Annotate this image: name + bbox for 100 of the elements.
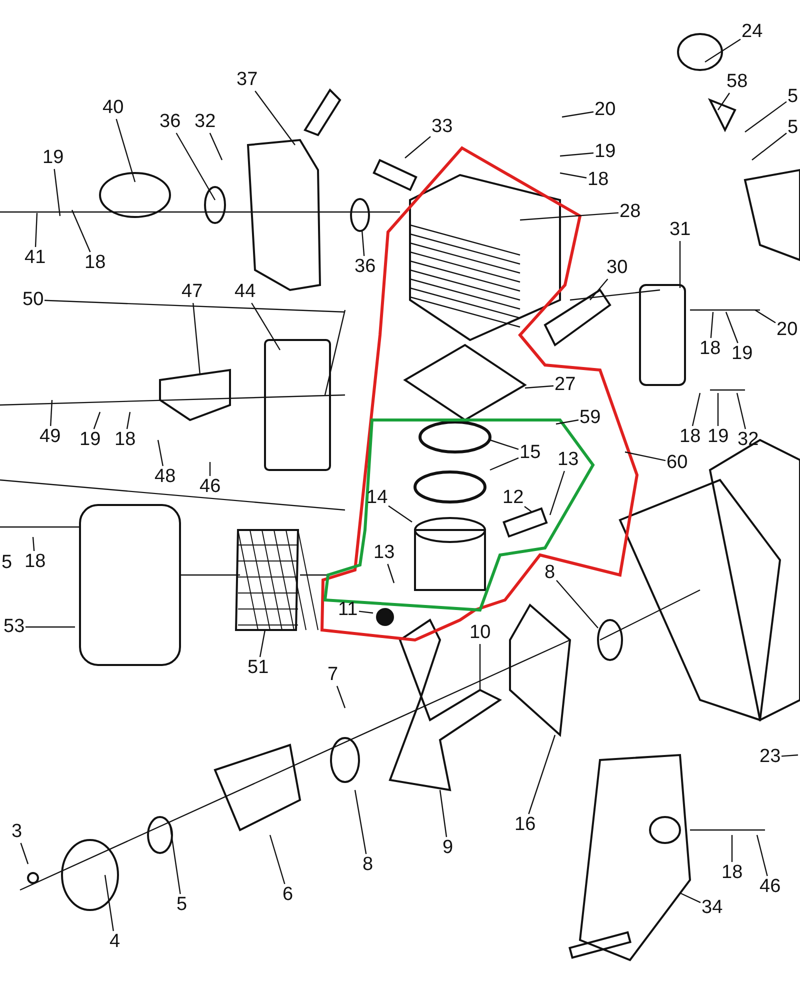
callout-number: 20 (776, 320, 798, 340)
leader-line (269, 834, 286, 884)
leader-line (259, 630, 266, 658)
callout-number: 31 (670, 220, 691, 240)
leader-line (679, 241, 681, 288)
callout-number: 12 (502, 488, 524, 508)
leader-line (560, 152, 594, 157)
callout-number: 6 (282, 885, 294, 905)
leader-line (169, 824, 181, 894)
leader-line (718, 92, 730, 110)
leader-line (209, 462, 211, 476)
leader-line (680, 892, 701, 904)
callout-number: 32 (194, 112, 216, 132)
callout-number: 10 (470, 623, 491, 643)
leader-line (192, 302, 201, 376)
leader-line (176, 132, 216, 200)
callout-number: 4 (110, 932, 120, 952)
callout-number: 18 (114, 430, 136, 450)
leader-line (404, 136, 431, 158)
callout-number: 5 (788, 118, 798, 138)
leader-line (731, 835, 733, 862)
leader-line (34, 212, 38, 248)
leader-line (71, 210, 91, 252)
leader-line (439, 790, 448, 838)
callout-number: 30 (606, 258, 628, 278)
callout-number: 58 (726, 72, 748, 92)
callout-number: 9 (442, 838, 454, 858)
leader-line (54, 168, 61, 216)
leader-line (736, 392, 746, 430)
callout-number: 40 (102, 98, 124, 118)
leader-line (209, 132, 223, 160)
leader-line (725, 312, 738, 344)
callout-number: 19 (80, 430, 101, 450)
leader-line (524, 506, 532, 512)
callout-number: 8 (362, 855, 374, 875)
leader-line (528, 734, 556, 814)
callout-number: 19 (42, 148, 64, 168)
callout-number: 7 (328, 665, 338, 685)
leader-line (692, 392, 701, 426)
leader-line (520, 212, 619, 221)
leader-line (26, 626, 75, 628)
leader-line (93, 412, 101, 430)
callout-number: 27 (554, 375, 576, 395)
leader-line (490, 439, 519, 450)
callout-number: 24 (742, 22, 763, 42)
leader-line (556, 580, 598, 628)
leader-line (624, 451, 666, 462)
callout-number: 44 (234, 282, 256, 302)
callout-number: 13 (374, 543, 395, 563)
callout-number: 60 (666, 453, 688, 473)
callout-number: 51 (248, 658, 269, 678)
leader-line (157, 440, 164, 466)
leader-line (254, 90, 296, 146)
leader-line (479, 644, 481, 690)
leader-line (556, 419, 579, 425)
callout-number: 41 (24, 248, 46, 268)
leader-line (744, 101, 787, 132)
leader-line (590, 278, 608, 300)
leader-line (756, 834, 768, 876)
leader-line (32, 536, 35, 552)
callout-number: 33 (432, 117, 453, 137)
leader-line (524, 385, 554, 389)
callout-number: 59 (580, 408, 601, 428)
leader-line (44, 300, 346, 313)
leader-line (50, 400, 53, 426)
callout-number: 8 (544, 563, 556, 583)
callout-number: 18 (680, 427, 701, 447)
leader-line (560, 172, 587, 178)
leader-line (116, 118, 136, 182)
callout-number: 5 (2, 553, 12, 573)
leader-line (754, 310, 776, 324)
callout-number: 18 (84, 253, 106, 273)
callout-number: 28 (620, 202, 641, 222)
callout-number: 47 (182, 282, 203, 302)
leader-line (710, 312, 714, 338)
callout-number: 11 (338, 600, 358, 620)
callout-number: 19 (594, 142, 616, 162)
leader-line (361, 230, 365, 256)
leader-line (781, 754, 798, 757)
leader-line (387, 564, 395, 584)
leader-line (251, 302, 281, 350)
callout-number: 5 (788, 87, 798, 107)
callout-number: 20 (594, 100, 616, 120)
callout-number: 19 (732, 344, 753, 364)
callout-number: 23 (760, 747, 781, 767)
leader-line (336, 686, 346, 708)
callout-number: 50 (22, 290, 44, 310)
callout-number: 15 (520, 443, 541, 463)
callout-number: 37 (236, 70, 258, 90)
leader-line (126, 412, 131, 430)
leader-line (354, 790, 367, 854)
leader-line (752, 132, 787, 160)
callout-number: 19 (708, 427, 729, 447)
callout-number: 49 (40, 427, 61, 447)
callout-number: 36 (354, 257, 376, 277)
callout-number: 32 (738, 430, 759, 450)
callout-number: 18 (24, 552, 46, 572)
leader-line (490, 457, 519, 471)
callout-number: 13 (558, 450, 579, 470)
leader-line (358, 610, 374, 614)
